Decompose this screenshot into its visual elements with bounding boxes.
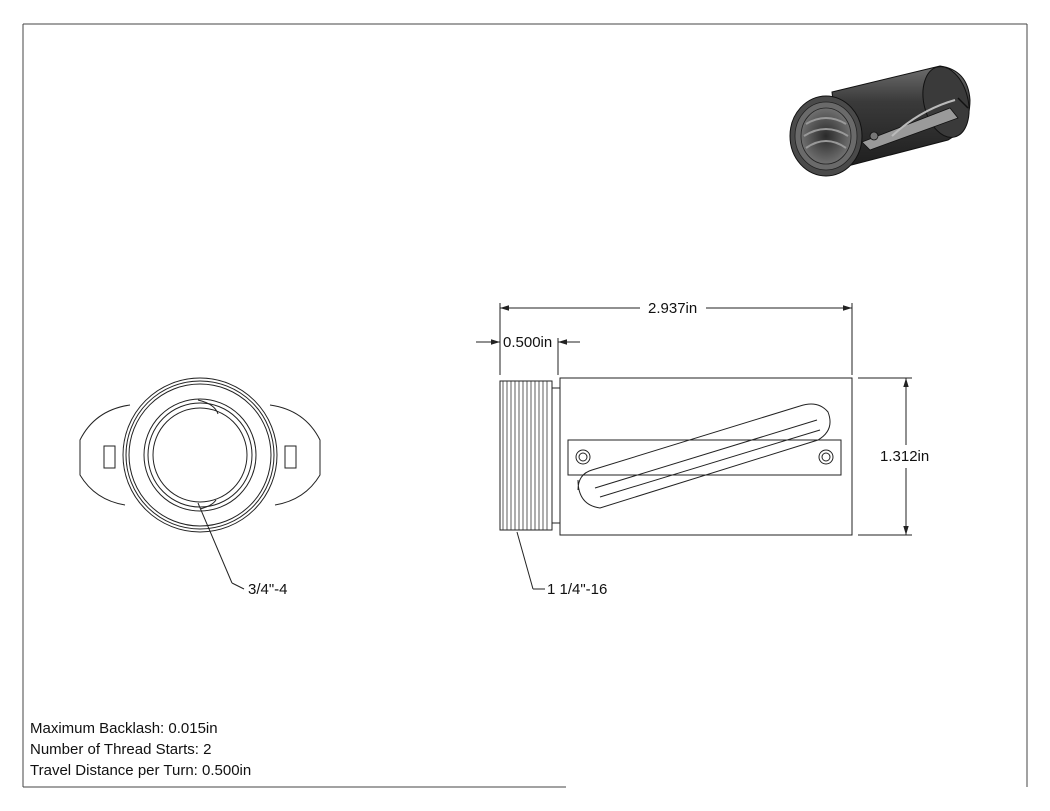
overall-length-label: 2.937in: [648, 300, 698, 317]
end-view: [79, 377, 321, 533]
external-thread-callout: 1 1/4"-16: [547, 581, 608, 598]
isometric-view: [789, 65, 971, 177]
leader-lead-thread: [197, 502, 245, 590]
dimension-thread-length: [476, 338, 580, 375]
diameter-label: 1.312in: [880, 448, 930, 465]
dimension-diameter: [858, 377, 912, 536]
note-travel-distance: Travel Distance per Turn: 0.500in: [30, 762, 252, 779]
note-max-backlash: Maximum Backlash: 0.015in: [30, 720, 218, 737]
thread-length-label: 0.500in: [503, 334, 553, 351]
lead-thread-callout: 3/4"-4: [248, 581, 288, 598]
leader-external-thread: [516, 531, 545, 590]
thread-lines: [502, 381, 548, 530]
note-thread-starts: Number of Thread Starts: 2: [30, 741, 212, 758]
dimension-overall-length: [499, 303, 853, 375]
sheet-border: [22, 23, 1028, 788]
side-view: [499, 377, 853, 536]
